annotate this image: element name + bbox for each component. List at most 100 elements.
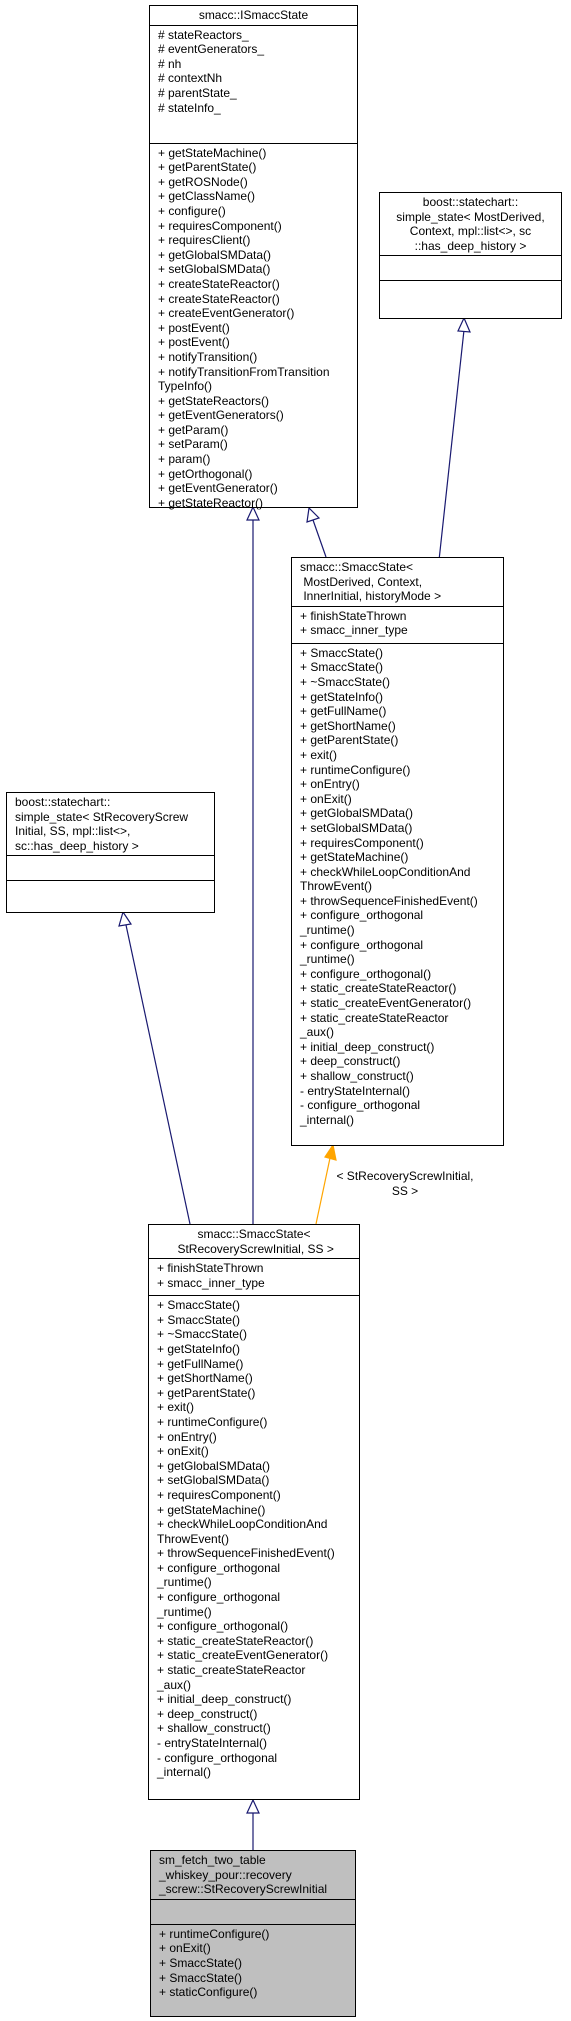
methods-line: + requiresComponent(): [157, 1487, 281, 1502]
methods-line: + getParentState(): [158, 160, 257, 175]
methods-line: + getParam(): [158, 422, 229, 437]
methods-line: + getOrthogonal(): [158, 466, 253, 481]
attributes-line: # eventGenerators_: [158, 42, 265, 57]
class-methods: + SmaccState()+ SmaccState()+ ~SmaccStat…: [149, 1295, 359, 1782]
methods-line: + ~SmaccState(): [157, 1327, 248, 1342]
methods-line: - configure_orthogonal: [157, 1750, 278, 1765]
class-attributes: [380, 255, 561, 280]
methods-line: + getStateMachine(): [300, 850, 409, 865]
title-line: Context, mpl::list<>, sc: [409, 224, 532, 239]
methods-line: + notifyTransition(): [158, 349, 258, 364]
methods-line: + getParentState(): [157, 1385, 256, 1400]
methods-line: _runtime(): [157, 1604, 212, 1619]
methods-line: + getGlobalSMData(): [158, 247, 272, 262]
class-st-recovery-screw-initial: sm_fetch_two_table_whiskey_pour::recover…: [150, 1850, 356, 2017]
methods-line: + requiresComponent(): [300, 835, 424, 850]
methods-line: + onEntry(): [157, 1429, 217, 1444]
title-line: ::has_deep_history >: [414, 238, 527, 253]
methods-line: + configure_orthogonal(): [157, 1619, 289, 1634]
methods-line: _aux(): [300, 1025, 335, 1040]
methods-line: + getStateReactor(): [158, 495, 264, 510]
title-line: _whiskey_pour::recovery: [159, 1867, 292, 1882]
edge-arrowhead: [324, 1143, 337, 1161]
methods-line: + SmaccState(): [157, 1298, 241, 1313]
methods-line: + createStateReactor(): [158, 291, 280, 306]
methods-line: + onEntry(): [300, 777, 360, 792]
methods-line: ThrowEvent(): [157, 1531, 230, 1546]
methods-line: + getGlobalSMData(): [300, 806, 414, 821]
attributes-line: # contextNh: [158, 71, 223, 86]
methods-line: + exit(): [300, 747, 338, 762]
methods-line: + staticConfigure(): [159, 1985, 258, 2000]
methods-line: _aux(): [157, 1677, 192, 1692]
attributes-line: [159, 1902, 347, 1917]
methods-line: + requiresClient(): [158, 233, 251, 248]
class-attributes: + finishStateThrown+ smacc_inner_type: [149, 1258, 359, 1295]
class-methods: + SmaccState()+ SmaccState()+ ~SmaccStat…: [292, 642, 503, 1130]
title-line: boost::statechart::: [15, 795, 111, 809]
title-line: simple_state< MostDerived,: [396, 209, 545, 224]
methods-line: + static_createStateReactor(): [300, 981, 457, 996]
methods-line: + getParentState(): [300, 733, 399, 748]
class-title: boost::statechart::simple_state< StRecov…: [7, 793, 214, 855]
class-title: smacc::SmaccState< MostDerived, Context,…: [292, 558, 503, 606]
methods-line: + static_createStateReactor(): [157, 1633, 314, 1648]
methods-line: + deep_construct(): [157, 1706, 258, 1721]
class-boost-simple-state-deep-history: boost::statechart::simple_state< MostDer…: [379, 192, 562, 319]
methods-line: + checkWhileLoopConditionAnd: [300, 864, 471, 879]
title-line: smacc::SmaccState<: [300, 560, 414, 574]
methods-line: + SmaccState(): [300, 645, 384, 660]
methods-line: + configure_orthogonal: [157, 1560, 281, 1575]
edge-template-binding: [315, 1157, 331, 1225]
edge-arrowhead: [118, 910, 133, 927]
template-binding-label: < StRecoveryScrewInitial,SS >: [320, 1169, 490, 1198]
methods-line: + runtimeConfigure(): [159, 1926, 270, 1941]
methods-line: _internal(): [157, 1765, 212, 1780]
methods-line: + exit(): [157, 1400, 195, 1415]
methods-line: + createEventGenerator(): [158, 306, 295, 321]
class-title: boost::statechart::simple_state< MostDer…: [380, 193, 561, 255]
title-line: Initial, SS, mpl::list<>,: [15, 824, 131, 839]
attributes-line: + finishStateThrown: [300, 608, 407, 623]
class-attributes: # stateReactors_# eventGenerators_# nh# …: [150, 24, 357, 143]
attributes-line: + smacc_inner_type: [157, 1275, 265, 1290]
methods-line: + getStateReactors(): [158, 393, 270, 408]
edge-arrowhead: [457, 316, 471, 333]
methods-line: + shallow_construct(): [157, 1721, 271, 1736]
methods-line: _runtime(): [300, 952, 355, 967]
attributes-line: # stateInfo_: [158, 100, 221, 115]
attributes-line: # nh: [158, 56, 182, 71]
class-attributes: [7, 855, 214, 880]
attributes-line: # parentState_: [158, 85, 237, 100]
attributes-line: + finishStateThrown: [157, 1261, 264, 1276]
methods-line: + throwSequenceFinishedEvent(): [157, 1546, 335, 1561]
attributes-line: + smacc_inner_type: [300, 623, 408, 638]
class-title: smacc::ISmaccState: [150, 6, 357, 25]
methods-line: - entryStateInternal(): [300, 1083, 411, 1098]
methods-line: + initial_deep_construct(): [157, 1692, 292, 1707]
methods-line: [15, 883, 206, 898]
methods-line: + deep_construct(): [300, 1054, 401, 1069]
methods-line: + param(): [158, 452, 211, 467]
methods-line: + static_createEventGenerator(): [300, 996, 472, 1011]
methods-line: + SmaccState(): [157, 1312, 241, 1327]
class-title: smacc::SmaccState< StRecoveryScrewInitia…: [149, 1225, 359, 1258]
title-line: sc::has_deep_history >: [15, 838, 139, 853]
methods-line: + configure_orthogonal: [300, 937, 424, 952]
edge-arrowhead: [246, 505, 260, 521]
title-line: smacc::ISmaccState: [198, 8, 309, 22]
attributes-line: # stateReactors_: [158, 27, 249, 42]
edge-template-to-ismaccstate: [312, 519, 327, 558]
class-attributes: [151, 1898, 355, 1924]
methods-line: + onExit(): [159, 1941, 211, 1956]
methods-line: + createStateReactor(): [158, 276, 280, 291]
methods-line: + configure_orthogonal: [157, 1590, 281, 1605]
methods-line: + configure_orthogonal: [300, 908, 424, 923]
methods-line: + static_createEventGenerator(): [157, 1648, 329, 1663]
methods-line: + getStateInfo(): [157, 1341, 241, 1356]
title-line: StRecoveryScrewInitial, SS >: [174, 1241, 334, 1256]
attributes-line: [15, 858, 206, 873]
edge-label-line: SS >: [391, 1183, 419, 1198]
methods-line: [388, 283, 553, 298]
